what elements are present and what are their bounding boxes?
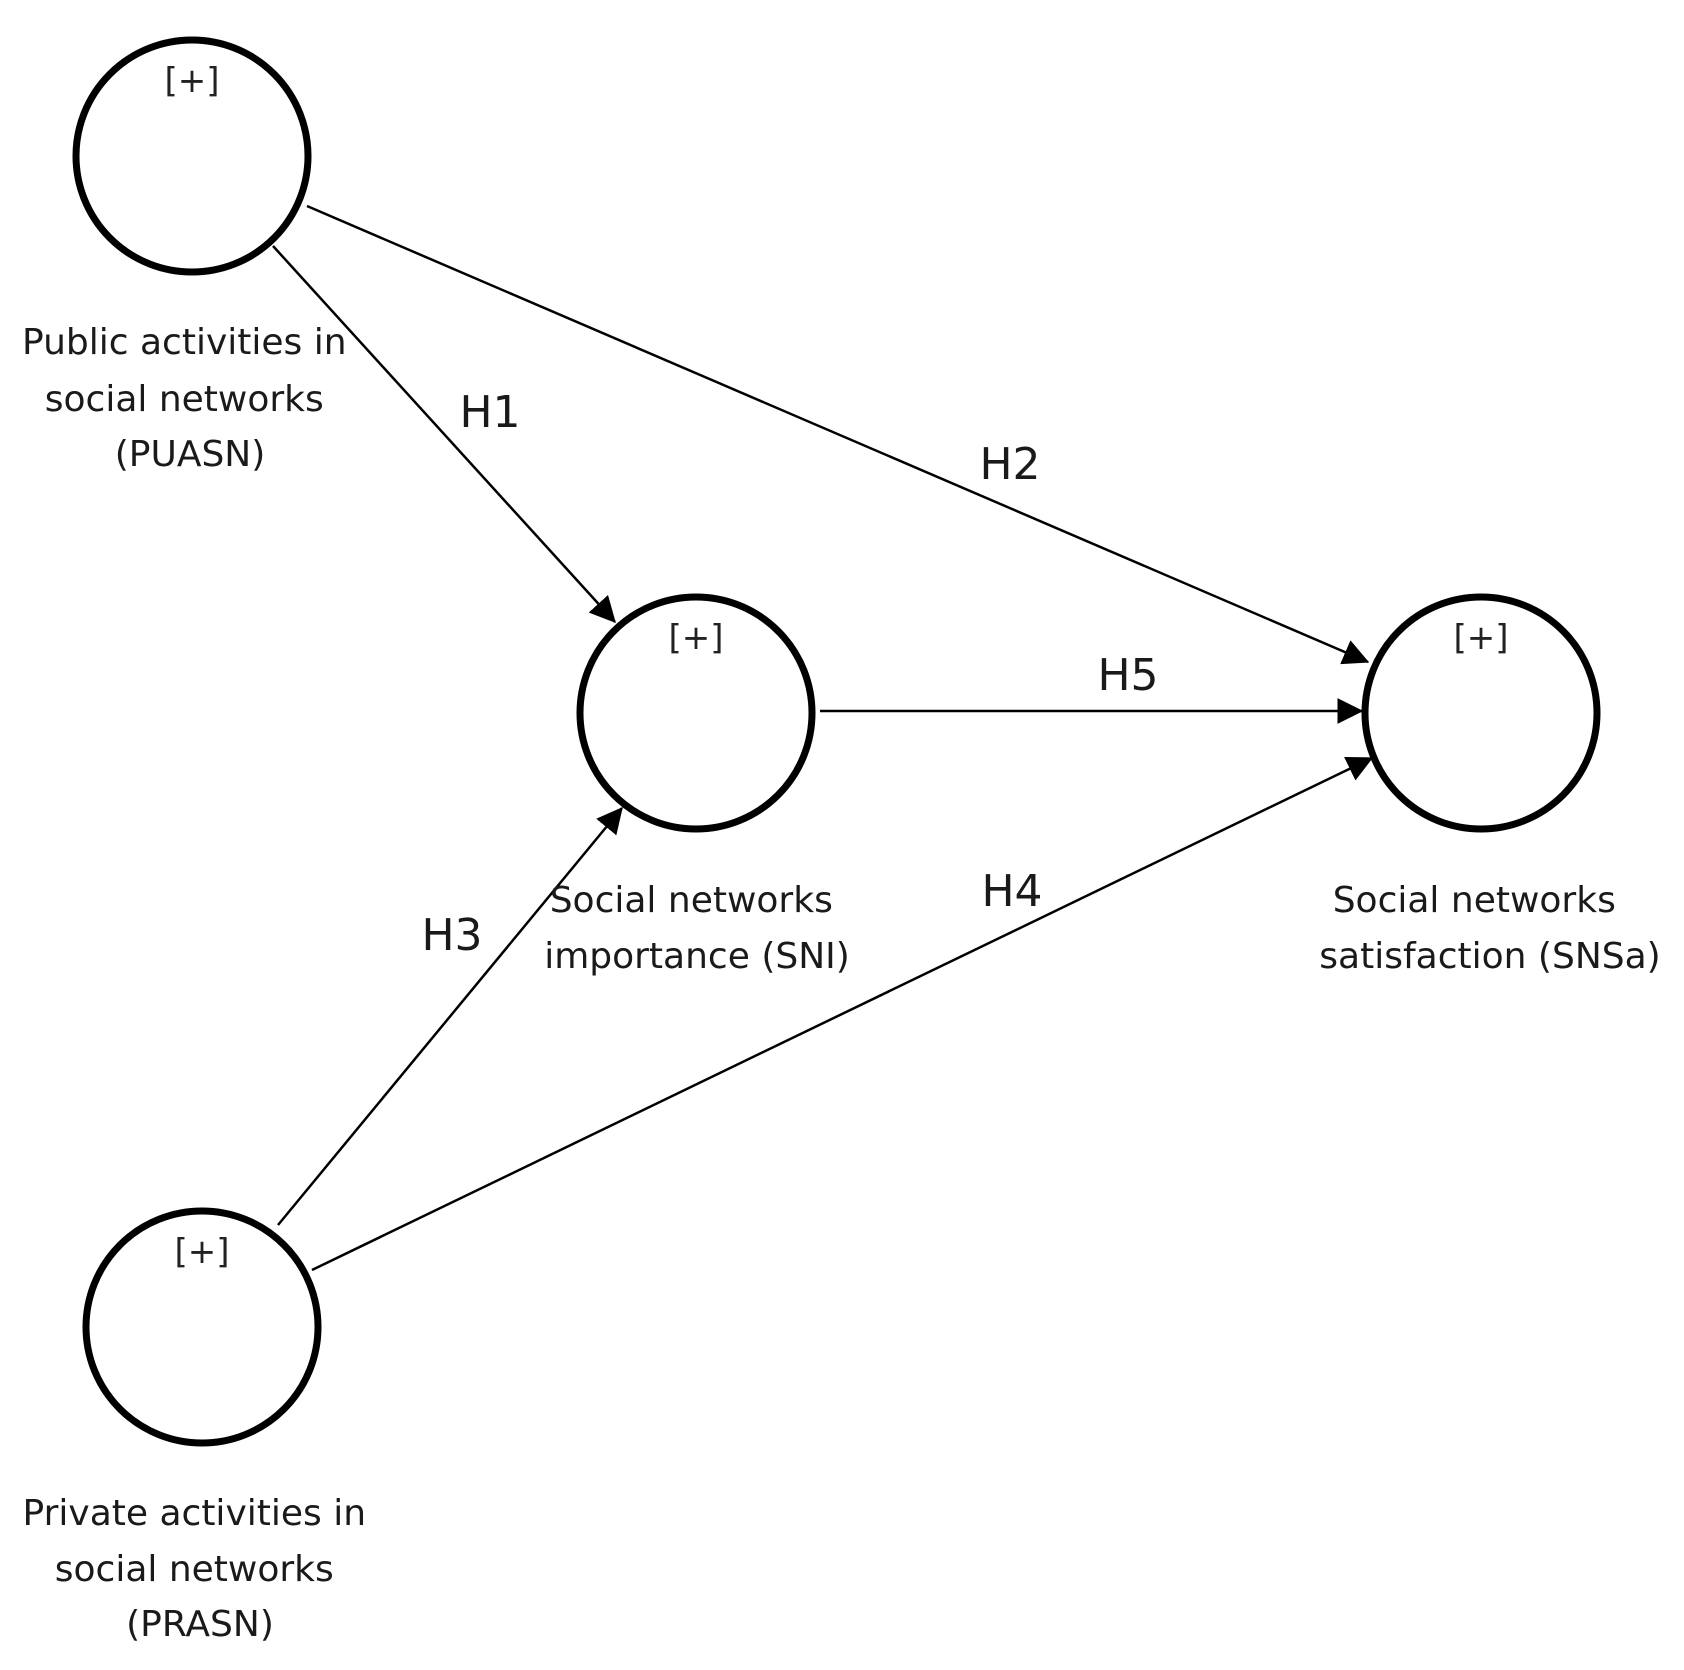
node-puasn-label-line-1: Public activities in	[22, 322, 347, 363]
node-puasn-label: Public activities in social networks (PU…	[22, 322, 358, 475]
node-prasn-expand-marker[interactable]: [+]	[174, 1232, 229, 1272]
node-prasn-circle[interactable]	[82, 1207, 322, 1447]
node-puasn[interactable]: [+] Public activities in social networks…	[22, 36, 358, 475]
edge-h1	[272, 245, 616, 623]
node-puasn-label-line-3: (PUASN)	[115, 434, 266, 475]
edge-label-h3: H3	[421, 910, 482, 961]
node-sni-circle[interactable]	[576, 593, 816, 833]
node-sni-expand-marker[interactable]: [+]	[668, 618, 723, 658]
node-snsa[interactable]: [+] Social networks satisfaction (SNSa)	[1319, 593, 1661, 977]
edge-h2	[306, 204, 1370, 665]
node-prasn-label: Private activities in social networks (P…	[23, 1493, 378, 1645]
edge-h3	[277, 806, 623, 1226]
node-prasn-label-line-3: (PRASN)	[126, 1604, 274, 1645]
edge-label-h2: H2	[979, 439, 1040, 490]
node-sni[interactable]: [+] Social networks importance (SNI)	[544, 593, 850, 977]
node-snsa-circle[interactable]	[1361, 593, 1601, 833]
node-sni-label-line-1: Social networks	[550, 880, 833, 921]
edge-label-h1: H1	[459, 387, 520, 438]
edge-label-h5: H5	[1097, 650, 1158, 701]
node-sni-label-line-2: importance (SNI)	[544, 936, 850, 977]
node-puasn-circle[interactable]	[72, 36, 312, 276]
node-sni-label: Social networks importance (SNI)	[544, 880, 850, 977]
node-prasn-label-line-2: social networks	[55, 1549, 334, 1590]
node-snsa-label-line-2: satisfaction (SNSa)	[1319, 936, 1660, 977]
node-snsa-label-line-1: Social networks	[1333, 880, 1616, 921]
edge-label-h4: H4	[981, 866, 1042, 917]
edge-h4	[311, 756, 1374, 1272]
node-prasn[interactable]: [+] Private activities in social network…	[23, 1207, 378, 1645]
node-snsa-expand-marker[interactable]: [+]	[1453, 618, 1508, 658]
node-puasn-expand-marker[interactable]: [+]	[164, 61, 219, 101]
node-snsa-label: Social networks satisfaction (SNSa)	[1319, 880, 1660, 977]
node-prasn-label-line-1: Private activities in	[23, 1493, 367, 1534]
node-puasn-label-line-2: social networks	[45, 379, 324, 420]
